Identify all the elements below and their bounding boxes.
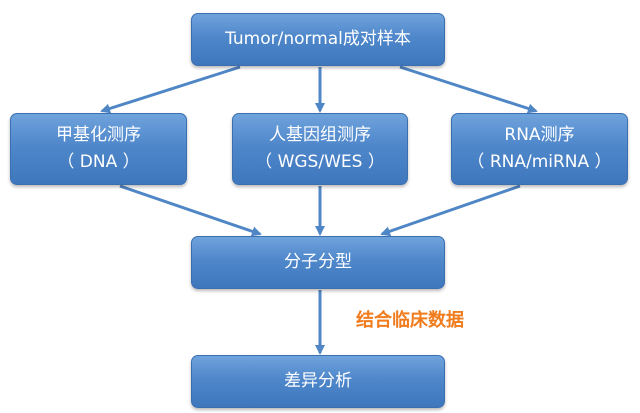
node-label: 分子分型 — [284, 252, 352, 272]
node-label: 人基因组测序 — [269, 125, 371, 145]
node-label: 甲基化测序 — [56, 125, 141, 145]
node-molecular-subtyping: 分子分型 — [191, 236, 445, 289]
clinical-data-note: 结合临床数据 — [356, 310, 464, 331]
node-sublabel: （ WGS/WES ） — [255, 152, 385, 172]
node-sublabel: （ DNA ） — [57, 152, 140, 172]
node-methylation-sequencing: 甲基化测序 （ DNA ） — [10, 113, 187, 185]
arrow-methylation-to-subtyping — [119, 184, 262, 237]
node-label: Tumor/normal成对样本 — [225, 29, 411, 49]
node-rna-sequencing: RNA测序 （ RNA/miRNA ） — [451, 113, 628, 185]
node-tumor-normal-samples: Tumor/normal成对样本 — [191, 13, 445, 66]
arrow-rna-to-subtyping — [380, 184, 521, 237]
node-sublabel: （ RNA/miRNA ） — [467, 152, 612, 172]
node-label: 差异分析 — [284, 371, 352, 391]
node-genome-sequencing: 人基因组测序 （ WGS/WES ） — [232, 113, 408, 185]
node-differential-analysis: 差异分析 — [191, 355, 445, 408]
arrow-top-to-methylation — [100, 65, 241, 114]
node-label: RNA测序 — [504, 125, 575, 145]
arrow-top-to-rna — [399, 65, 538, 114]
